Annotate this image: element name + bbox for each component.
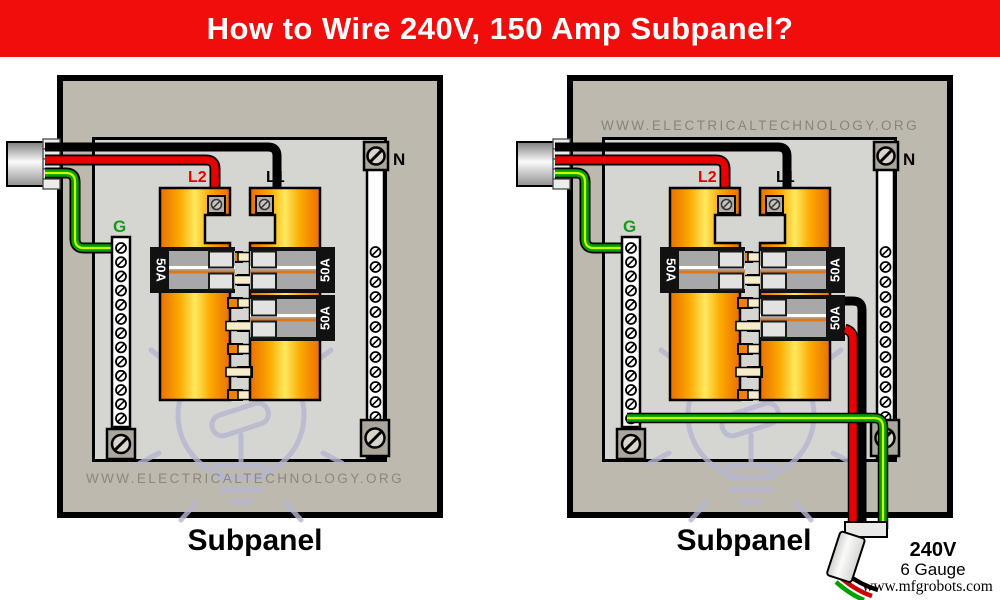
lug-terminal-l2 xyxy=(207,195,226,214)
output-wire-red xyxy=(843,323,859,529)
label-neutral: N xyxy=(903,150,915,169)
breaker-50a-3: 50A xyxy=(760,295,845,341)
breaker-rating: 50A xyxy=(317,257,332,281)
page-title: How to Wire 240V, 150 Amp Subpanel? xyxy=(206,10,794,46)
credit-text: www.mfgrobots.com xyxy=(862,578,993,595)
subpanel-right-diagram: WWW.ELECTRICALTECHNOLOGY.ORG xyxy=(516,75,953,600)
breaker-50a-2: 50A xyxy=(250,247,335,293)
neutral-bar xyxy=(359,140,391,460)
label-l2: L2 xyxy=(188,169,207,186)
label-neutral: N xyxy=(393,150,405,169)
caption-subpanel-right: Subpanel xyxy=(676,524,812,557)
watermark-text: WWW.ELECTRICALTECHNOLOGY.ORG xyxy=(601,118,919,133)
neutral-bar xyxy=(869,140,901,460)
cable-clamp xyxy=(844,521,888,538)
hot-wire-red-l2 xyxy=(45,154,221,203)
ground-bar xyxy=(105,235,137,461)
breaker-50a-2: 50A xyxy=(760,247,845,293)
ground-wire-green xyxy=(45,167,115,254)
label-l1: L1 xyxy=(266,169,285,186)
lug-terminal-l1 xyxy=(255,195,274,214)
output-cable xyxy=(826,521,888,600)
caption-subpanel-left: Subpanel xyxy=(187,524,323,557)
label-ground: G xyxy=(113,217,126,236)
output-voltage-label: 240V xyxy=(909,539,957,561)
breaker-rating: 50A xyxy=(827,257,842,281)
label-l1: L1 xyxy=(776,169,795,186)
breaker-50a-3: 50A xyxy=(250,295,335,341)
header-banner: How to Wire 240V, 150 Amp Subpanel? xyxy=(0,0,1000,57)
lug-terminal-l2 xyxy=(717,195,736,214)
breaker-50a-1: 50A xyxy=(150,247,235,293)
hot-wire-black-l1 xyxy=(45,142,282,203)
output-gauge-label: 6 Gauge xyxy=(900,560,966,579)
breaker-50a-1: 50A xyxy=(660,247,745,293)
label-l2: L2 xyxy=(698,169,717,186)
breaker-rating: 50A xyxy=(154,258,169,282)
hot-wire-red-l2 xyxy=(555,154,731,203)
watermark-text: WWW.ELECTRICALTECHNOLOGY.ORG xyxy=(86,471,404,486)
lug-terminal-l1 xyxy=(765,195,784,214)
output-wire-black xyxy=(845,296,867,529)
hot-wire-black-l1 xyxy=(555,142,792,203)
ground-bar xyxy=(615,235,647,461)
subpanel-left-diagram: L2 L1 50A 50A 50A xyxy=(6,75,443,523)
label-ground: G xyxy=(623,217,636,236)
breaker-rating: 50A xyxy=(827,305,842,329)
ground-wire-green xyxy=(555,167,625,254)
breaker-rating: 50A xyxy=(317,305,332,329)
breaker-rating: 50A xyxy=(664,258,679,282)
output-wire-green xyxy=(627,412,889,529)
